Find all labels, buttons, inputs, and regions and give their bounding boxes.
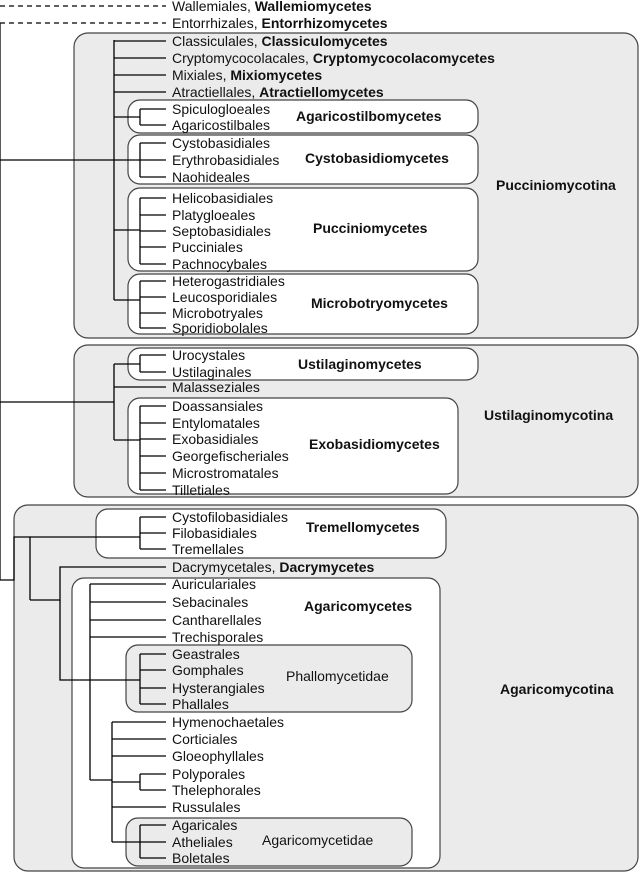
order-label: Trechisporales xyxy=(172,629,263,645)
order-label: Septobasidiales xyxy=(172,223,271,239)
microbotryomycetes-label: Microbotryomycetes xyxy=(311,295,448,311)
order-label: Sporidiobolales xyxy=(172,320,268,336)
order-label: Corticiales xyxy=(172,731,237,747)
order-label: Boletales xyxy=(172,850,230,866)
phallomycetidae-box xyxy=(125,644,413,713)
agaricomycotina-label: Agaricomycotina xyxy=(500,681,614,697)
order-label: Urocystales xyxy=(172,347,245,363)
order-label: Phallales xyxy=(172,696,229,712)
order-label: Cantharellales xyxy=(172,612,262,628)
order-label: Spiculogloeales xyxy=(172,101,270,117)
order-label: Auriculariales xyxy=(172,576,256,592)
classiculales-label: Classiculales, Classiculomycetes xyxy=(172,33,388,49)
mixiales-label: Mixiales, Mixiomycetes xyxy=(172,67,322,83)
order-label: Tilletiales xyxy=(172,482,230,498)
order-label: Microbotryales xyxy=(172,305,263,321)
order-label: Exobasidiales xyxy=(172,431,258,447)
order-label: Entylomatales xyxy=(172,415,260,431)
order-label: Atheliales xyxy=(172,834,233,850)
order-label: Platygloeales xyxy=(172,207,255,223)
microbotryomycetes-box xyxy=(127,273,479,335)
exobasidiomycetes-box xyxy=(127,397,459,495)
order-label: Sebacinales xyxy=(172,594,248,610)
dacrymycetales-label: Dacrymycetales, Dacrymycetes xyxy=(172,559,375,575)
tremellomycetes-box xyxy=(95,508,447,559)
cystobasidiomycetes-label: Cystobasidiomycetes xyxy=(305,150,449,166)
order-label: Pucciniales xyxy=(172,239,243,255)
order-label: Helicobasidiales xyxy=(172,190,273,206)
order-label: Filobasidiales xyxy=(172,525,257,541)
phallomycetidae-label: Phallomycetidae xyxy=(286,668,389,684)
order-label: Polyporales xyxy=(172,766,245,782)
order-label: Hysterangiales xyxy=(172,680,265,696)
order-label: Thelephorales xyxy=(172,782,261,798)
order-label: Heterogastridiales xyxy=(172,273,285,289)
order-label: Ustilaginales xyxy=(172,364,251,380)
order-label: Agaricostilbales xyxy=(172,117,270,133)
order-label: Geastrales xyxy=(172,646,240,662)
order-label: Georgefischeriales xyxy=(172,448,289,464)
pucciniomycetes-label: Pucciniomycetes xyxy=(313,220,428,236)
atractiellales-label: Atractiellales, Atractiellomycetes xyxy=(172,84,384,100)
order-label: Microstromatales xyxy=(172,465,279,481)
order-label: Tremellales xyxy=(172,541,244,557)
tremellomycetes-label: Tremellomycetes xyxy=(306,519,420,535)
exobasidiomycetes-label: Exobasidiomycetes xyxy=(309,436,440,452)
agaricomycetes-label: Agaricomycetes xyxy=(304,598,412,614)
order-label: Gomphales xyxy=(172,662,244,678)
entorrhizales-label: Entorrhizales, Entorrhizomycetes xyxy=(172,15,388,31)
order-label: Erythrobasidiales xyxy=(172,152,279,168)
order-label: Doassansiales xyxy=(172,398,263,414)
order-label: Cystobasidiales xyxy=(172,135,270,151)
agaricostilbomycetes-label: Agaricostilbomycetes xyxy=(296,108,442,124)
order-label: Gloeophyllales xyxy=(172,748,264,764)
malasseziales-label: Malasseziales xyxy=(172,379,260,395)
agaricomycetidae-label: Agaricomycetidae xyxy=(262,832,373,848)
order-label: Pachnocybales xyxy=(172,256,267,272)
ustilaginomycetes-label: Ustilaginomycetes xyxy=(298,356,422,372)
ustilaginomycotina-label: Ustilaginomycotina xyxy=(484,407,613,423)
order-label: Leucosporidiales xyxy=(172,289,277,305)
order-label: Naohideales xyxy=(172,169,250,185)
order-label: Hymenochaetales xyxy=(172,714,284,730)
pucciniomycotina-label: Pucciniomycotina xyxy=(496,177,616,193)
tree-branches xyxy=(0,5,166,859)
order-label: Cystofilobasidiales xyxy=(172,509,288,525)
order-label: Agaricales xyxy=(172,817,237,833)
wallemiales-label: Wallemiales, Wallemiomycetes xyxy=(172,0,372,14)
order-label: Russulales xyxy=(172,799,240,815)
cryptomycocolacales-label: Cryptomycocolacales, Cryptomycocolacomyc… xyxy=(172,50,495,66)
